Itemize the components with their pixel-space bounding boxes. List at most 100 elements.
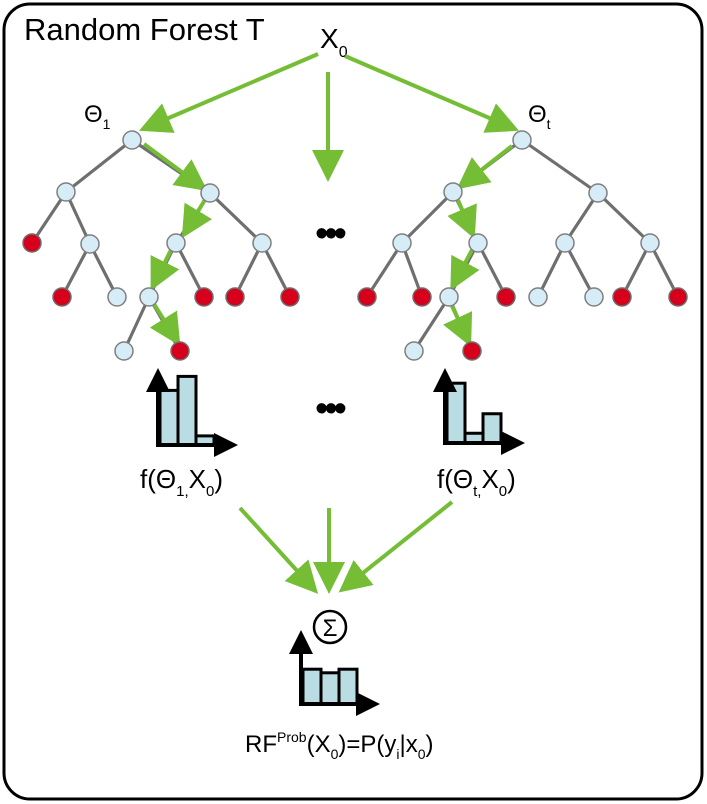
tree1 (22, 130, 300, 361)
histogram-final-bar (319, 671, 341, 706)
histogram-final-bar (301, 667, 323, 706)
input-sub: 0 (339, 44, 348, 61)
tree-t-node (443, 182, 463, 202)
tree1-leaf-red (280, 287, 300, 307)
tree1-leaf-red (194, 287, 214, 307)
tree1-leaf-red-selected (170, 341, 190, 361)
tree-t-leaf-red (668, 287, 688, 307)
final-eq: )=P(y (338, 731, 396, 758)
tree1-leaf-red (22, 233, 42, 253)
tree-t-edge (536, 241, 567, 299)
final-bar: |x (400, 731, 418, 758)
tree-t-edge (563, 191, 600, 245)
histogram-tree1-y-arrow (146, 368, 170, 392)
tree1-edge (64, 138, 134, 194)
tree1-leaf-blue (114, 341, 134, 361)
tree-t-root-node (512, 130, 532, 150)
tree1-edge (174, 241, 206, 299)
tree1-edge (30, 190, 68, 245)
histogram-final-bar (337, 667, 359, 706)
histogram-tree1 (146, 368, 238, 457)
tree-t-node (555, 233, 575, 253)
output-label-tree-t: f(Θt,X0) (437, 464, 516, 500)
output1-sub1: 1, (176, 483, 189, 500)
final-rf: RF (245, 731, 277, 758)
tree-t-edge (412, 295, 451, 353)
histogram-tree-t-y-arrow (433, 368, 457, 392)
input-arrow-left (138, 52, 319, 133)
sum-icon: Σ (323, 615, 338, 642)
tree1-path-arrow (149, 302, 181, 347)
histogram-tree-t-x-arrow (501, 431, 525, 455)
output1-close: ) (214, 464, 223, 494)
output-t-open: f(Θ (437, 464, 473, 494)
tree-t-node (588, 183, 608, 203)
tree-t-path-arrow (456, 144, 514, 190)
histogram-tree1-bar (176, 374, 198, 447)
tree1-edge (122, 295, 151, 353)
output-t-close: ) (507, 464, 516, 494)
tree-t-node (640, 233, 660, 253)
final-close: ) (426, 731, 434, 758)
histogram-tree-t (433, 368, 525, 455)
tree1-theta-base: Θ (84, 101, 103, 128)
aggregate-arrow-right (338, 500, 454, 593)
histogram-final-x-arrow (356, 692, 380, 716)
diagram-title: Random Forest T (24, 12, 265, 47)
input-label: X0 (320, 23, 348, 61)
tree-t (357, 130, 688, 361)
tree-t-theta-base: Θ (528, 101, 547, 128)
tree1-leaf-red (225, 287, 245, 307)
tree-t-leaf-blue (584, 287, 604, 307)
tree1-node (252, 233, 272, 253)
ellipsis-trees: ••• (315, 213, 346, 255)
histogram-final-y-arrow (289, 630, 313, 654)
tree1-edge (260, 241, 292, 299)
final-open: (X (307, 731, 331, 758)
tree-t-theta-sub: t (547, 116, 551, 132)
tree-t-node (439, 287, 459, 307)
tree-t-edge (365, 241, 404, 299)
output-label-tree1: f(Θ1,X0) (140, 464, 223, 500)
histogram-tree1-axes (156, 392, 214, 447)
tree1-path-arrow (181, 196, 213, 239)
output-t-mid: X (481, 464, 498, 494)
tree-t-edge (596, 191, 652, 245)
final-formula: RFProb(X0)=P(yi|x0) (245, 729, 434, 762)
histogram-tree-t-bar (481, 412, 503, 445)
tree1-theta-sub: 1 (103, 116, 111, 132)
input-arrow-right (344, 54, 520, 133)
output-t-sub2: 0 (499, 483, 507, 500)
histogram-tree-t-bar (445, 381, 467, 445)
tree1-edge (60, 242, 92, 299)
tree-t-edge (563, 241, 596, 299)
tree-t-path-arrow (450, 249, 480, 291)
final-sub-y: i (396, 746, 399, 762)
tree1-leaf-red (52, 287, 72, 307)
tree1-leaf-blue (107, 287, 127, 307)
input-base: X (320, 23, 339, 54)
aggregate-arrow-left (238, 506, 319, 594)
tree1-root-node (122, 130, 142, 150)
output1-mid: X (189, 464, 206, 494)
tree-t-leaf-red-selected (462, 341, 482, 361)
final-sub-x2: 0 (418, 746, 426, 762)
tree-t-leaf-red (612, 287, 632, 307)
histogram-final-axes (299, 654, 356, 706)
final-sup: Prob (277, 729, 307, 745)
tree-t-node (468, 233, 488, 253)
ellipsis-histograms: ••• (315, 388, 346, 430)
tree1-path-arrow (150, 247, 180, 291)
histogram-tree1-x-arrow (214, 433, 238, 457)
tree-t-edge (476, 241, 508, 299)
tree1-node (166, 233, 186, 253)
tree1-edge (208, 191, 264, 245)
tree1-node (139, 287, 159, 307)
tree-t-path-arrow (447, 199, 477, 240)
histogram-final (289, 630, 380, 716)
tree-t-node (392, 233, 412, 253)
tree1-theta-label: Θ1 (84, 101, 111, 132)
histogram-tree-t-axes (443, 392, 501, 445)
tree1-node (80, 234, 100, 254)
